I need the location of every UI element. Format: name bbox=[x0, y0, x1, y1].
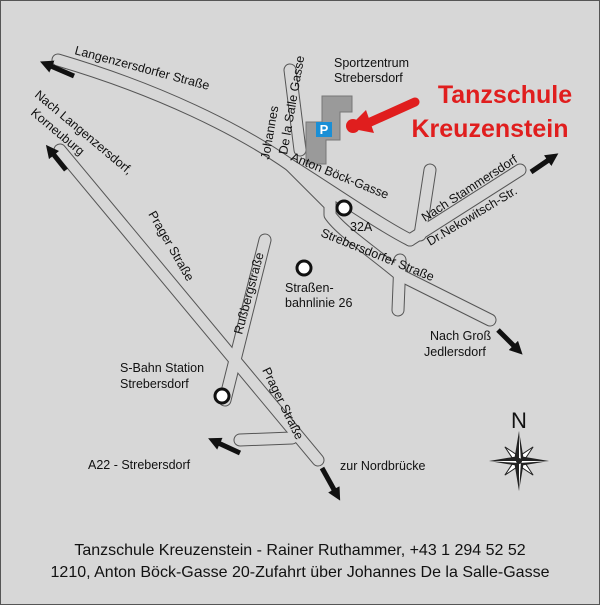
school-pointer-arrow-icon bbox=[348, 110, 374, 133]
arrow-langenzersdorf-icon bbox=[45, 144, 68, 172]
stop-label-tram-2: bahnlinie 26 bbox=[285, 296, 352, 310]
arrow-nordbruecke-icon bbox=[319, 466, 341, 501]
dest-label-gross-jedlersdorf-2: Jedlersdorf bbox=[424, 345, 486, 359]
place-label-sportzentrum-2: Strebersdorf bbox=[334, 71, 403, 85]
bus-stop-32a-icon bbox=[335, 199, 353, 217]
arrow-gross-jedlersdorf-icon bbox=[496, 328, 523, 355]
stop-label-tram-1: Straßen- bbox=[285, 281, 334, 295]
arrow-a22-icon bbox=[208, 437, 242, 456]
sbahn-station-icon bbox=[213, 387, 231, 405]
dest-label-gross-jedlersdorf-1: Nach Groß bbox=[430, 329, 491, 343]
arrow-stammersdorf-icon bbox=[529, 153, 559, 175]
dest-label-a22: A22 - Strebersdorf bbox=[88, 458, 191, 472]
school-name-line1: Tanzschule bbox=[438, 81, 572, 109]
compass-rose-icon bbox=[489, 431, 549, 491]
stop-label-sbahn-2: Strebersdorf bbox=[120, 377, 189, 391]
dest-label-nordbruecke: zur Nordbrücke bbox=[340, 459, 425, 473]
school-pointer-shaft bbox=[361, 97, 420, 129]
street-label-prager-upper: Prager Straße bbox=[145, 209, 196, 284]
transit-stops bbox=[213, 199, 353, 405]
parking-sign bbox=[316, 122, 332, 137]
direction-arrows bbox=[40, 60, 559, 501]
stop-label-sbahn-1: S-Bahn Station bbox=[120, 361, 204, 375]
school-name-line2: Kreuzenstein bbox=[412, 115, 569, 143]
place-label-sportzentrum-1: Sportzentrum bbox=[334, 56, 409, 70]
footer-address-line: 1210, Anton Böck-Gasse 20-Zufahrt über J… bbox=[50, 564, 550, 581]
road-fills bbox=[52, 54, 526, 466]
parking-label: P bbox=[320, 122, 329, 137]
arrow-langenzersdorfer-icon bbox=[40, 60, 75, 79]
compass-north-label: N bbox=[511, 408, 527, 433]
stop-label-bus: 32A bbox=[350, 220, 373, 234]
footer-address: Tanzschule Kreuzenstein - Rainer Ruthamm… bbox=[0, 540, 600, 584]
tram-stop-26-icon bbox=[295, 259, 313, 277]
footer-contact-line: Tanzschule Kreuzenstein - Rainer Ruthamm… bbox=[74, 542, 526, 559]
